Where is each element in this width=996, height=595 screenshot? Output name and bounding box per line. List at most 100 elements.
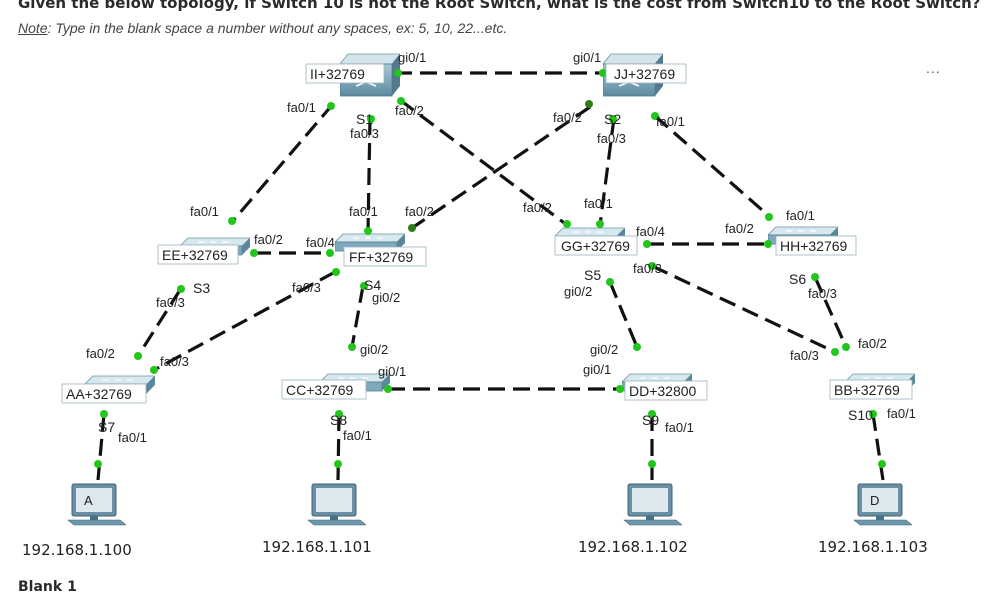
- switch-s1-name: II+32769: [310, 66, 365, 82]
- port-label: fa0/3: [160, 354, 189, 369]
- port-label: fa0/1: [665, 420, 694, 435]
- port-dot: [831, 348, 839, 356]
- port-dot: [648, 460, 656, 468]
- port-label: gi0/1: [573, 50, 601, 65]
- pc-d-label: D: [870, 493, 879, 508]
- port-dot: [134, 352, 142, 360]
- port-label: gi0/2: [360, 342, 388, 357]
- switch-s3-name: EE+32769: [162, 247, 228, 263]
- port-label: fa0/3: [808, 286, 837, 301]
- question-title: Given the below topology, if Switch 10 i…: [18, 0, 981, 12]
- port-label: fa0/1: [343, 428, 372, 443]
- port-dot: [606, 278, 614, 286]
- note-label: Note: [18, 20, 48, 36]
- port-labels: gi0/1 fa0/1 fa0/2 fa0/3 gi0/1 fa0/2 fa0/…: [86, 50, 916, 445]
- port-label: fa0/1: [118, 430, 147, 445]
- port-label: fa0/3: [350, 126, 379, 141]
- link-s1-s5: [399, 98, 568, 227]
- more-options-icon[interactable]: ...: [926, 60, 941, 76]
- port-label: gi0/1: [398, 50, 426, 65]
- switch-s8-tag: S8: [330, 412, 347, 428]
- link-s4-s8: [350, 285, 365, 348]
- switch-s7-tag: S7: [98, 419, 115, 435]
- port-dot: [633, 343, 641, 351]
- port-dot: [811, 273, 819, 281]
- port-label: fa0/3: [633, 261, 662, 276]
- ip-labels: 192.168.1.100 192.168.1.101 192.168.1.10…: [22, 538, 928, 559]
- port-dot: [228, 217, 236, 225]
- pc-101-ip: 192.168.1.101: [262, 538, 372, 556]
- port-dot: [100, 410, 108, 418]
- port-label: gi0/1: [583, 362, 611, 377]
- port-dot: [367, 115, 375, 123]
- port-dots: [94, 69, 886, 468]
- port-dot: [869, 410, 877, 418]
- port-dot: [616, 385, 624, 393]
- port-label: fa0/2: [405, 204, 434, 219]
- port-dot: [599, 69, 607, 77]
- pc-102-ip: 192.168.1.102: [578, 538, 688, 556]
- port-dot-blocking: [585, 100, 593, 108]
- port-dot: [360, 282, 368, 290]
- port-dot: [335, 410, 343, 418]
- pc-101-icon[interactable]: [307, 483, 366, 526]
- pc-a-label: A: [84, 493, 93, 508]
- port-label: fa0/1: [786, 208, 815, 223]
- port-label: gi0/1: [378, 364, 406, 379]
- port-dot-blocking: [408, 224, 416, 232]
- switch-s6-tag: S6: [789, 271, 806, 287]
- switch-s4-name: FF+32769: [349, 249, 413, 265]
- port-dot: [643, 240, 651, 248]
- pc-d-icon[interactable]: [853, 483, 912, 526]
- pc-a-icon[interactable]: [67, 483, 126, 526]
- switch-s1-tag: S1: [356, 111, 373, 127]
- port-dot: [177, 285, 185, 293]
- question-note: Note: Type in the blank space a number w…: [18, 20, 507, 36]
- link-s1-s4: [366, 117, 372, 233]
- port-label: gi0/2: [590, 342, 618, 357]
- pc-102-icon[interactable]: [623, 483, 682, 526]
- port-label: fa0/2: [725, 221, 754, 236]
- port-dot: [651, 112, 659, 120]
- link-s6-s10: [813, 276, 848, 348]
- port-label: fa0/3: [790, 348, 819, 363]
- link-s3-s7: [136, 289, 182, 357]
- port-label: fa0/4: [306, 235, 335, 250]
- port-dot: [765, 213, 773, 221]
- port-label: fa0/2: [523, 200, 552, 215]
- port-dot: [596, 220, 604, 228]
- switch-s10-tag: S10: [848, 407, 873, 423]
- switch-tags: S1 S2 S3 S4 S5 S6 S7 S8 S9 S10: [98, 111, 873, 435]
- port-dot: [327, 102, 335, 110]
- port-label: fa0/1: [584, 196, 613, 211]
- port-dot: [250, 249, 258, 257]
- port-dot: [150, 366, 158, 374]
- port-label: fa0/1: [190, 204, 219, 219]
- port-dot: [326, 249, 334, 257]
- link-s2-s4: [411, 105, 591, 230]
- port-label: fa0/1: [887, 406, 916, 421]
- switch-s8-name: CC+32769: [286, 382, 354, 398]
- switch-names: II+32769 JJ+32769 EE+32769 FF+32769 GG+3…: [61, 63, 913, 404]
- link-s4-s7: [153, 270, 336, 372]
- link-s10-pcD: [871, 413, 885, 481]
- link-s5-s10: [651, 264, 836, 354]
- switch-s4-tag: S4: [364, 277, 381, 293]
- port-label: fa0/1: [287, 100, 316, 115]
- link-s2-s5: [598, 117, 616, 226]
- port-dot: [878, 460, 886, 468]
- switch-s5-name: GG+32769: [561, 238, 630, 254]
- port-label: gi0/2: [372, 290, 400, 305]
- port-label: gi0/2: [564, 284, 592, 299]
- link-s5-s9: [608, 281, 639, 348]
- port-label: fa0/2: [858, 336, 887, 351]
- switch-s10-name: BB+32769: [834, 382, 900, 398]
- link-s2-s6: [653, 114, 772, 219]
- switch-s6-name: HH+32769: [780, 238, 848, 254]
- port-label: fa0/2: [395, 103, 424, 118]
- port-dot: [397, 97, 405, 105]
- port-dot: [842, 343, 850, 351]
- port-dot: [648, 262, 656, 270]
- port-dot: [563, 220, 571, 228]
